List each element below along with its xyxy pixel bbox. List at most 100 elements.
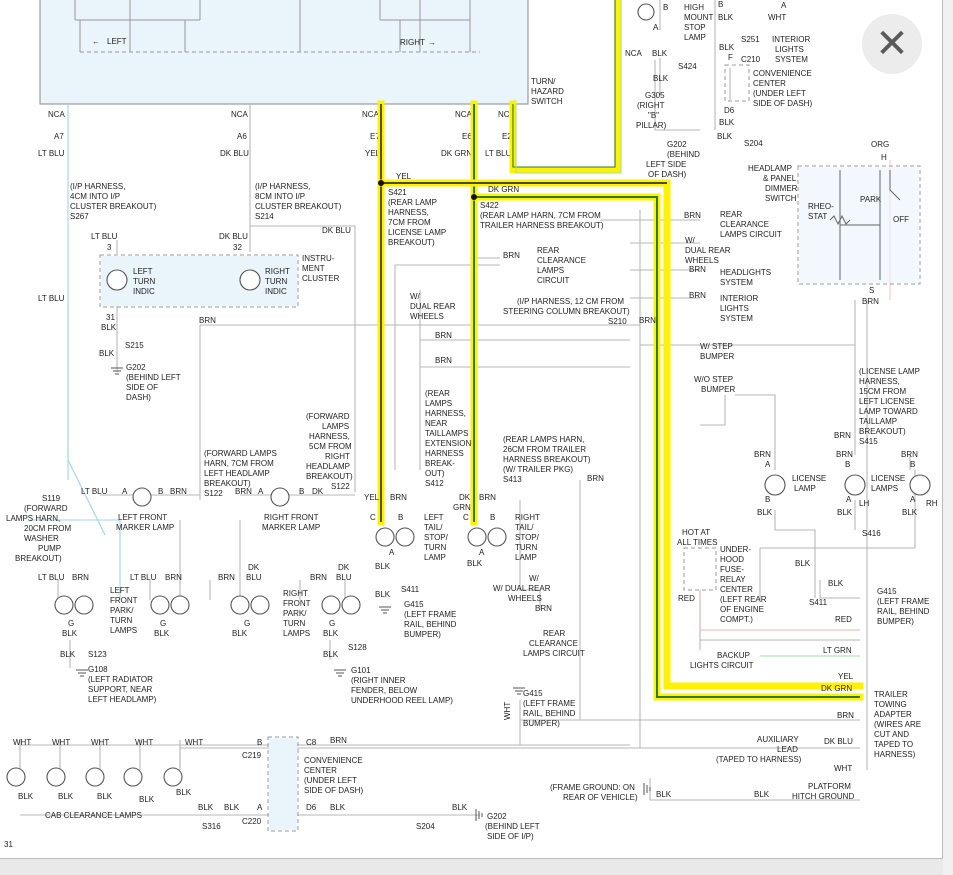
lic-a-2: A — [846, 495, 852, 504]
lic-lh: LH — [859, 499, 869, 508]
fr-brn-4: BRN — [165, 573, 182, 582]
cab-a: A — [257, 803, 263, 812]
page-number: 31 — [4, 840, 13, 849]
underhood-fuse-relay-center: HOT AT ALL TIMES UNDER- HOOD FUSE- RELAY… — [677, 528, 932, 626]
lic-a-1: A — [765, 460, 771, 469]
conv-top-box — [724, 64, 750, 102]
fr-brn-6: BRN — [310, 573, 327, 582]
page-scrollbar[interactable] — [943, 0, 953, 875]
right-tail-label: RIGHT TAIL/ STOP/ TURN LAMP — [515, 513, 542, 562]
ground-icon — [513, 687, 525, 695]
fr-s128: S128 — [348, 643, 367, 652]
tail-s411: S411 — [401, 585, 420, 594]
lic-s416: S416 — [862, 529, 881, 538]
fr-blk-1: BLK — [62, 629, 78, 638]
close-button[interactable]: ✕ — [862, 14, 922, 74]
tail-blk-2: BLK — [375, 590, 391, 599]
cluster-blk: BLK — [101, 323, 117, 332]
g101-label: G101 (RIGHT INNER FENDER, BELOW UNDERHOO… — [351, 666, 453, 705]
left-front-park-lamp-icon-2 — [74, 595, 94, 615]
nca-label-e6: NCA — [455, 110, 473, 119]
cluster-fill — [101, 256, 297, 306]
cab-blk-5: BLK — [176, 788, 192, 797]
g415-fuse-label: G415 (LEFT FRAME RAIL, BEHIND BUMPER) — [877, 587, 932, 626]
right-front-park-lamp-icon — [230, 595, 250, 615]
fr-g-1: G — [68, 619, 74, 628]
cab-wht-4: WHT — [135, 738, 153, 747]
fr-a-2: A — [258, 487, 264, 496]
license-lamp-icon — [764, 474, 786, 496]
splice-labels: YEL DK GRN S421 (REAR LAMP HARNESS, 7CM … — [388, 172, 604, 247]
cab-blk-4: BLK — [139, 795, 155, 804]
tail-dk-grn: DK GRN — [453, 493, 472, 512]
hms-blk-1: BLK — [652, 49, 668, 58]
left-tail-lamp-icon — [375, 527, 395, 547]
ground-icon — [76, 669, 88, 677]
ground-icon — [643, 783, 651, 795]
turn-hazard-switch: LEFT ← RIGHT → TURN/ HAZARD SWITCH — [39, 0, 564, 106]
g415-tail-label: G415 (LEFT FRAME RAIL, BEHIND BUMPER) — [404, 600, 459, 639]
license-lamp-lh-icon — [844, 474, 866, 496]
splice-s422: S422 (REAR LAMP HARN, 7CM FROM TRAILER H… — [480, 201, 604, 230]
left-tail-lamp-icon-2 — [395, 527, 415, 547]
hms-pin-b: B — [663, 3, 668, 12]
rheostat-label: RHEO- STAT — [808, 202, 836, 221]
fr-brn-1: BRN — [170, 487, 187, 496]
splice-dot-s422 — [471, 194, 477, 200]
headlights-label: HEADLIGHTS SYSTEM — [720, 268, 773, 287]
hot-label: HOT AT ALL TIMES — [677, 528, 717, 547]
arrow-right-label: RIGHT — [400, 38, 425, 47]
cluster-lt-blu-2: LT BLU — [38, 294, 65, 303]
g415-trailer-label: G415 (LEFT FRAME RAIL, BEHIND BUMPER) — [523, 689, 578, 728]
rfp-label: RIGHT FRONT PARK/ TURN LAMPS — [283, 589, 313, 638]
left-turn-indicator-icon — [106, 269, 128, 291]
wire-label-dk-grn: DK GRN — [488, 185, 519, 194]
nca-label-a7: NCA — [48, 110, 66, 119]
cab-blk-9: BLK — [452, 803, 468, 812]
fuse-box — [683, 547, 717, 591]
lfm-label: LEFT FRONT MARKER LAMP — [116, 513, 174, 532]
cab-clearance-lamps: WHT WHT WHT WHT WHT BLK BLK BLK BLK BLK … — [4, 736, 542, 849]
fr-blk-5: BLK — [60, 650, 76, 659]
hms-pin-a: A — [653, 23, 659, 32]
right-indic-label: RIGHT TURN INDIC — [265, 267, 292, 296]
front-lamps: S119 (FORWARD LAMPS HARN, 20CM FROM WASH… — [6, 449, 453, 705]
pin-a7: A7 — [54, 132, 64, 141]
conv-cab-label: CONVENIENCE CENTER (UNDER LEFT SIDE OF D… — [304, 756, 365, 795]
splice-s421: S421 (REAR LAMP HARNESS, 7CM FROM LICENS… — [388, 188, 448, 247]
lic-brn-4: BRN — [901, 450, 918, 459]
g202-cluster-label: G202 (BEHIND LEFT SIDE OF DASH) — [126, 363, 183, 402]
tr-blk-1: BLK — [656, 790, 672, 799]
brn-label-5: BRN — [689, 291, 706, 300]
ground-icon — [334, 669, 346, 677]
dimmer-off: OFF — [893, 215, 909, 224]
wire-label-yel: YEL — [396, 172, 412, 181]
lic-blk-1: BLK — [757, 508, 773, 517]
rfm-label: RIGHT FRONT MARKER LAMP — [262, 513, 321, 532]
lic-a-3: A — [910, 495, 916, 504]
tail-lamps: YEL BRN DK GRN BRN C B C B LEFT TAIL/ ST… — [364, 493, 585, 658]
left-front-marker-lamp-icon — [132, 487, 152, 507]
s122-left-label: (FORWARD LAMPS HARN, 7CM FROM LEFT HEADL… — [204, 449, 279, 498]
fr-brn-2: BRN — [235, 487, 252, 496]
rear-clearance-right-label: REAR CLEARANCE LAMPS CIRCUIT — [720, 210, 782, 239]
right-turn-indicator-icon — [239, 269, 261, 291]
dimmer-h: H — [881, 153, 887, 162]
trailer-towing-adapter: RED BACKUP LIGHTS CIRCUIT LT GRN YEL DK … — [503, 615, 921, 802]
lic-blk-2: BLK — [837, 508, 853, 517]
g202-cab-label: G202 (BEHIND LEFT SIDE OF I/P) — [485, 812, 542, 841]
left-tail-label: LEFT TAIL/ STOP/ TURN LAMP — [424, 513, 450, 562]
fr-s123: S123 — [88, 650, 107, 659]
dimmer-park: PARK — [860, 195, 882, 204]
hms-pin-b-2: B — [718, 0, 723, 9]
cab-brn: BRN — [330, 736, 347, 745]
tail-r-blk: BLK — [467, 559, 483, 568]
license-harness-label: (LICENSE LAMP HARNESS, 15CM FROM LEFT LI… — [859, 367, 922, 446]
fr-blk-2: BLK — [154, 629, 170, 638]
lic-blk-3: BLK — [902, 508, 918, 517]
wire-lt-blu-a7: LT BLU — [38, 149, 65, 158]
license-lamp-label: LICENSE LAMP — [792, 474, 828, 493]
left-front-turn-lamp-icon-2 — [170, 595, 190, 615]
nca-label-a6: NCA — [231, 110, 249, 119]
dimmer-box — [797, 165, 921, 285]
